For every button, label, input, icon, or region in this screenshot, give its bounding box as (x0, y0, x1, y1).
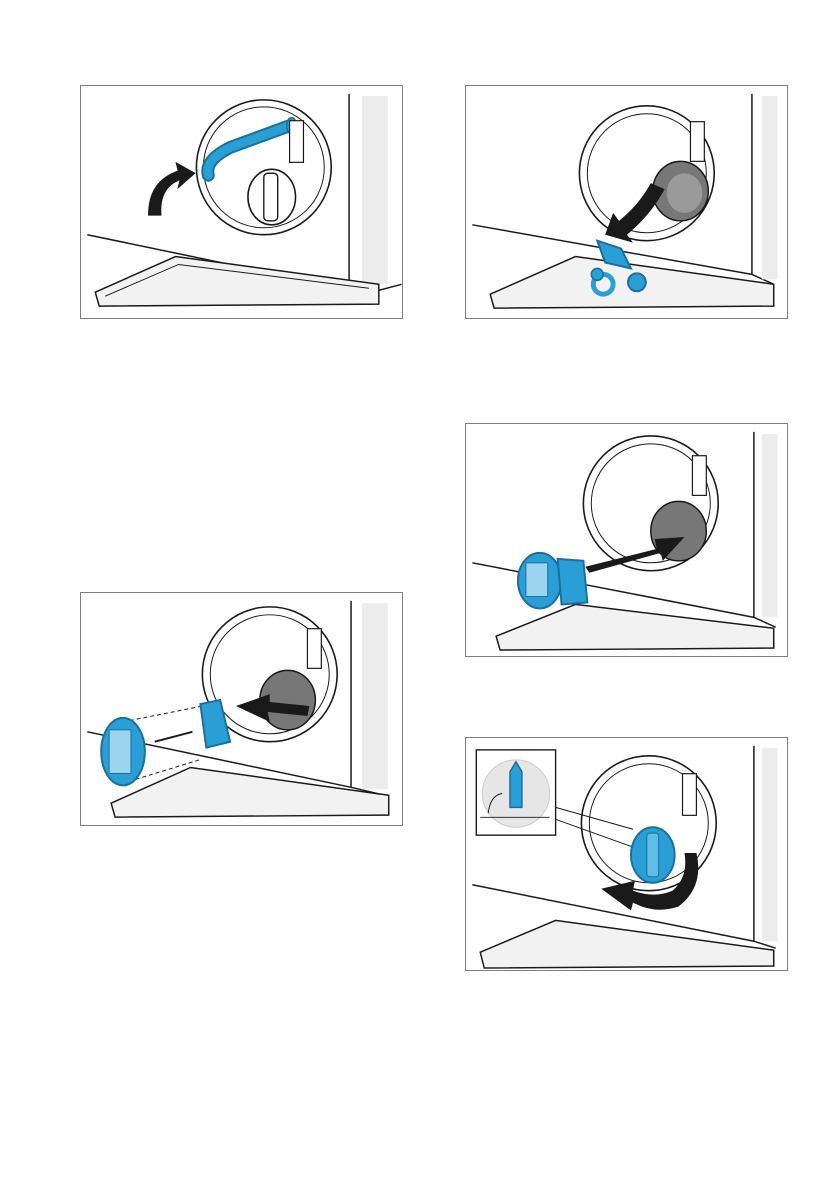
illustration-remove-parts (465, 85, 788, 319)
illustration-turn-cap (465, 737, 788, 971)
pull-filter-drawing (81, 593, 402, 825)
turn-cap-drawing (466, 738, 787, 970)
open-flap-drawing (81, 86, 402, 318)
rotate-arrow-icon (149, 163, 195, 215)
insert-filter-drawing (466, 424, 787, 656)
illustration-pull-filter (80, 592, 403, 826)
illustration-open-flap (80, 85, 403, 319)
illustration-insert-filter (465, 423, 788, 657)
remove-parts-drawing (466, 86, 787, 318)
